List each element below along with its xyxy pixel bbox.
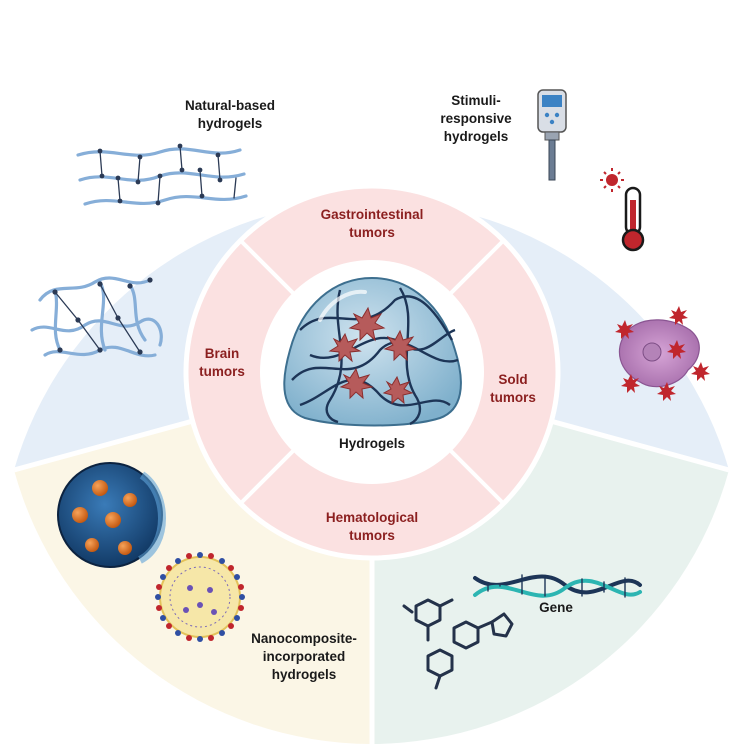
tumor-label-right-1: Sold xyxy=(498,372,527,387)
ph-meter-icon xyxy=(537,89,567,181)
thermometer-icon xyxy=(621,186,645,252)
tumor-label-top-2: tumors xyxy=(349,225,395,240)
dna-helix-icon xyxy=(473,574,642,598)
tumor-cells xyxy=(328,306,418,405)
category-nano-3: hydrogels xyxy=(272,667,337,682)
category-natural-1: Natural-based xyxy=(185,98,275,113)
tumor-label-top-1: Gastrointestinal xyxy=(321,207,424,222)
tumor-labels: Gastrointestinal tumors Brain tumors Sol… xyxy=(199,207,536,543)
category-natural-2: hydrogels xyxy=(198,116,263,131)
tumor-label-bottom-1: Hematological xyxy=(326,510,418,525)
sun-icon xyxy=(600,168,624,192)
polymer-network-icon xyxy=(30,276,163,358)
category-stimuli-1: Stimuli- xyxy=(451,93,501,108)
gene-label: Gene xyxy=(539,600,573,615)
natural-fiber-mesh-icon xyxy=(76,143,248,206)
ros-cell-icon xyxy=(615,306,710,401)
ros-bursts xyxy=(615,306,710,401)
hydrogel-fibers xyxy=(291,287,459,426)
center-label: Hydrogels xyxy=(339,436,405,451)
category-nano-1: Nanocomposite- xyxy=(251,631,357,646)
category-stimuli-2: responsive xyxy=(440,111,512,126)
category-stimuli-3: hydrogels xyxy=(444,129,509,144)
category-nano-2: incorporated xyxy=(263,649,346,664)
nanoparticle-sphere-icon xyxy=(57,462,166,568)
hydrogel-icon xyxy=(283,276,462,427)
tumor-label-left-1: Brain xyxy=(205,346,240,361)
category-labels: Natural-based hydrogels Stimuli- respons… xyxy=(185,93,573,682)
liposome-icon xyxy=(155,552,245,642)
tumor-label-bottom-2: tumors xyxy=(349,528,395,543)
small-molecule-icon xyxy=(402,598,514,690)
hydrogel-highlight xyxy=(318,289,367,322)
tumor-label-right-2: tumors xyxy=(490,390,536,405)
tumor-label-left-2: tumors xyxy=(199,364,245,379)
